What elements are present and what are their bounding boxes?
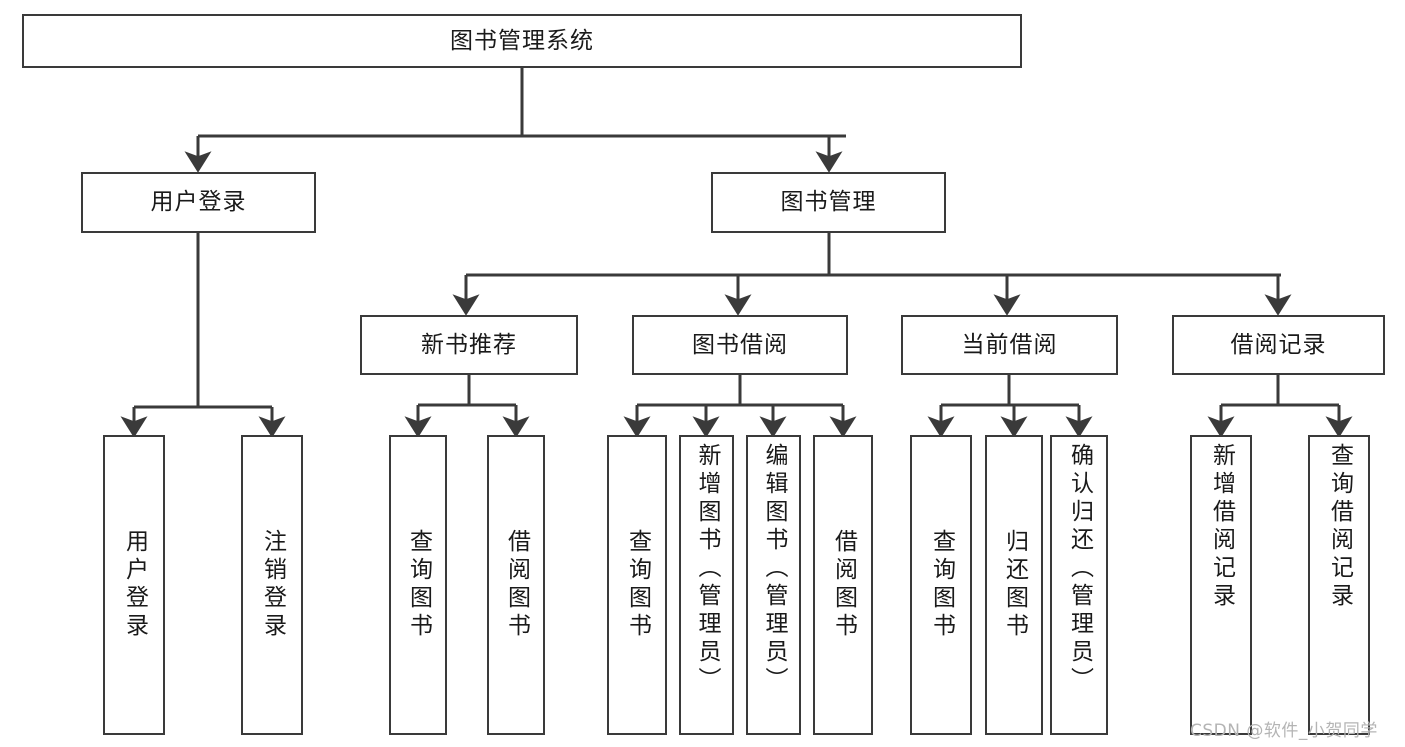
node-leaf-user-login-label: 用户登录 <box>121 529 148 641</box>
node-leaf-user-login[interactable]: 用户登录 <box>103 435 165 735</box>
node-leaf-add-record-label: 新增借阅记录 <box>1208 443 1235 611</box>
node-root[interactable]: 图书管理系统 <box>22 14 1022 68</box>
node-leaf-query-record[interactable]: 查询借阅记录 <box>1308 435 1370 735</box>
node-leaf-query-record-label: 查询借阅记录 <box>1326 443 1353 611</box>
node-leaf-query-book-2[interactable]: 查询图书 <box>607 435 667 735</box>
node-leaf-add-record[interactable]: 新增借阅记录 <box>1190 435 1252 735</box>
node-leaf-borrow-book-2[interactable]: 借阅图书 <box>813 435 873 735</box>
node-new-book-rec-label: 新书推荐 <box>421 331 517 358</box>
node-leaf-user-logout-label: 注销登录 <box>259 529 286 641</box>
node-leaf-borrow-book-1-label: 借阅图书 <box>503 529 530 641</box>
node-book-borrow-label: 图书借阅 <box>692 331 788 358</box>
node-leaf-borrow-book-1[interactable]: 借阅图书 <box>487 435 545 735</box>
watermark-text: CSDN @软件_小贺同学 <box>1190 721 1378 741</box>
node-book-manage-label: 图书管理 <box>780 189 877 216</box>
node-leaf-user-logout[interactable]: 注销登录 <box>241 435 303 735</box>
node-root-label: 图书管理系统 <box>450 27 594 54</box>
node-current-borrow[interactable]: 当前借阅 <box>901 315 1118 375</box>
node-leaf-add-book[interactable]: 新增图书（管理员） <box>679 435 734 735</box>
node-new-book-rec[interactable]: 新书推荐 <box>360 315 578 375</box>
node-leaf-query-book-3[interactable]: 查询图书 <box>910 435 972 735</box>
node-borrow-record[interactable]: 借阅记录 <box>1172 315 1385 375</box>
node-user-login[interactable]: 用户登录 <box>81 172 316 233</box>
node-borrow-record-label: 借阅记录 <box>1230 331 1327 358</box>
node-leaf-confirm-return-label: 确认归还（管理员） <box>1066 443 1093 695</box>
node-leaf-add-book-label: 新增图书（管理员） <box>694 443 720 695</box>
node-user-login-label: 用户登录 <box>150 189 247 216</box>
node-book-manage[interactable]: 图书管理 <box>711 172 946 233</box>
node-leaf-edit-book-label: 编辑图书（管理员） <box>761 443 787 695</box>
node-current-borrow-label: 当前借阅 <box>961 331 1058 358</box>
node-leaf-borrow-book-2-label: 借阅图书 <box>830 529 857 641</box>
node-leaf-query-book-1[interactable]: 查询图书 <box>389 435 447 735</box>
node-leaf-query-book-3-label: 查询图书 <box>928 529 955 641</box>
node-leaf-query-book-2-label: 查询图书 <box>624 529 651 641</box>
node-leaf-confirm-return[interactable]: 确认归还（管理员） <box>1050 435 1108 735</box>
node-leaf-query-book-1-label: 查询图书 <box>405 529 432 641</box>
node-leaf-edit-book[interactable]: 编辑图书（管理员） <box>746 435 801 735</box>
node-leaf-return-book-label: 归还图书 <box>1001 529 1028 641</box>
node-leaf-return-book[interactable]: 归还图书 <box>985 435 1043 735</box>
node-book-borrow[interactable]: 图书借阅 <box>632 315 848 375</box>
